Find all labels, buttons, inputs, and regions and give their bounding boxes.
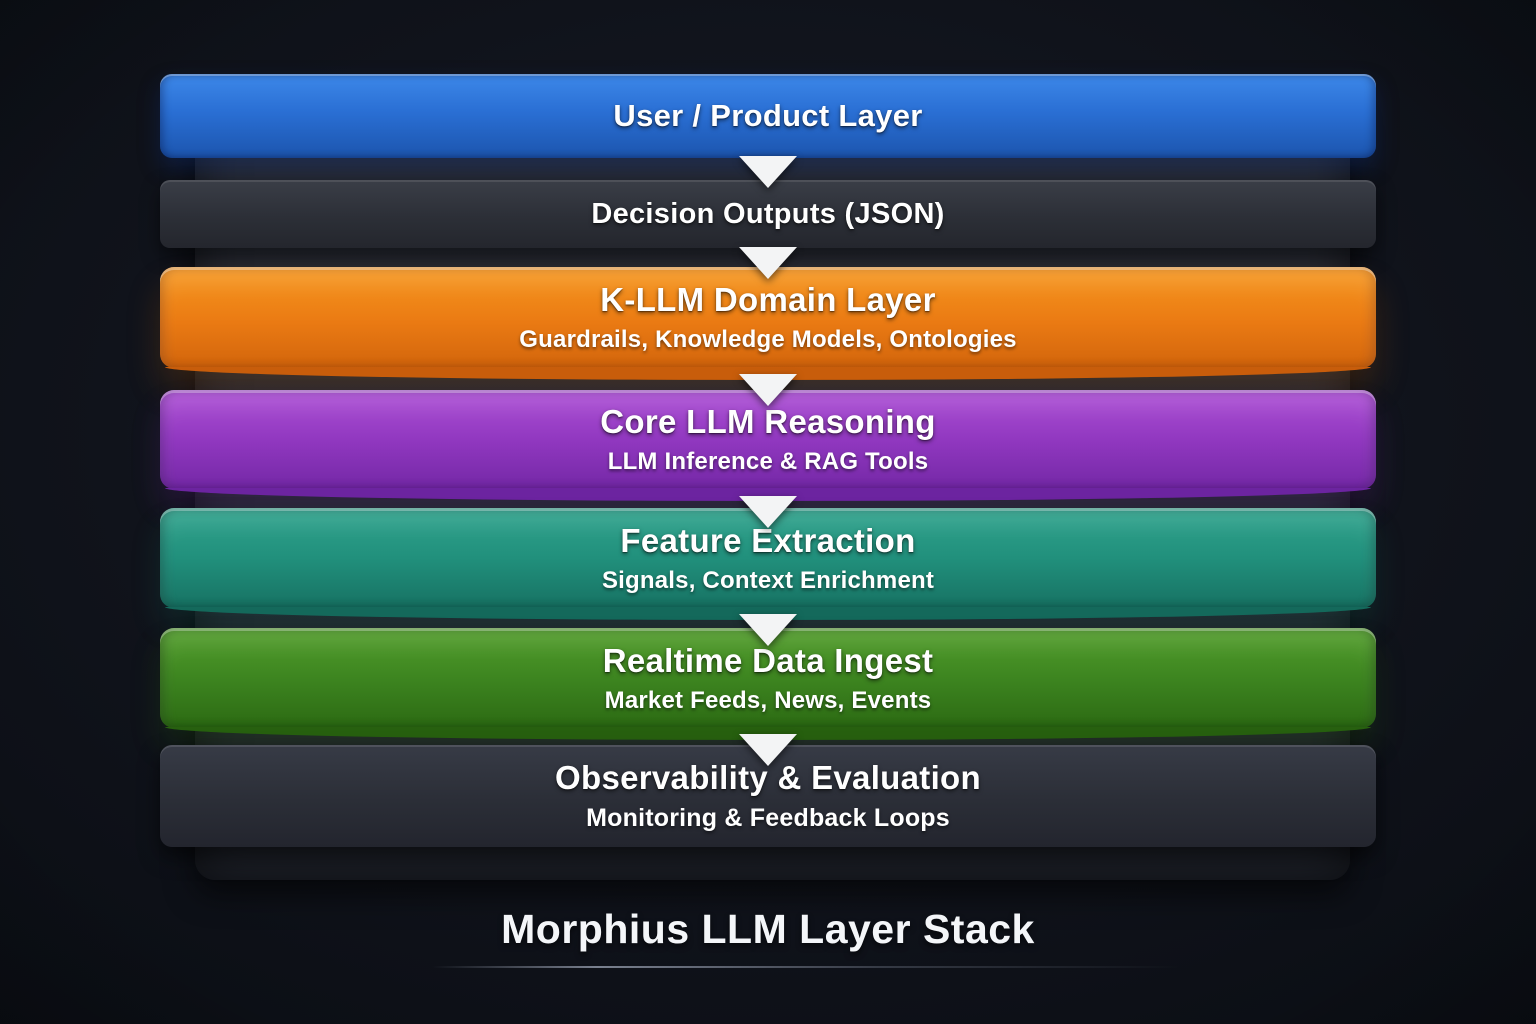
down-arrow-icon (739, 374, 797, 406)
layer-subtitle: Signals, Context Enrichment (601, 566, 935, 594)
layer-subtitle: Market Feeds, News, Events (604, 686, 932, 714)
layer-title: Core LLM Reasoning (600, 403, 936, 440)
layer-core-llm-reasoning: Core LLM Reasoning LLM Inference & RAG T… (160, 390, 1376, 501)
layer-title: Decision Outputs (JSON) (591, 197, 945, 230)
down-arrow-icon (739, 614, 797, 646)
down-arrow-icon (739, 496, 797, 528)
layer-title: Realtime Data Ingest (602, 641, 934, 679)
down-arrow-icon (739, 247, 797, 279)
layer-decision-outputs: Decision Outputs (JSON) (160, 180, 1376, 248)
layer-realtime-data-ingest: Realtime Data Ingest Market Feeds, News,… (160, 628, 1376, 740)
layer-user-product: User / Product Layer (160, 74, 1376, 158)
layer-title: User / Product Layer (613, 98, 923, 133)
layer-subtitle: Monitoring & Feedback Loops (586, 804, 950, 832)
diagram-title: Morphius LLM Layer Stack (501, 906, 1035, 952)
layer-kllm-domain: K-LLM Domain Layer Guardrails, Knowledge… (160, 267, 1376, 380)
layer-subtitle: LLM Inference & RAG Tools (607, 448, 929, 475)
down-arrow-icon (739, 156, 797, 188)
layer-subtitle: Guardrails, Knowledge Models, Ontologies (519, 326, 1017, 353)
title-underline (432, 966, 1180, 968)
down-arrow-icon (739, 734, 797, 766)
layer-title: K-LLM Domain Layer (600, 281, 936, 318)
